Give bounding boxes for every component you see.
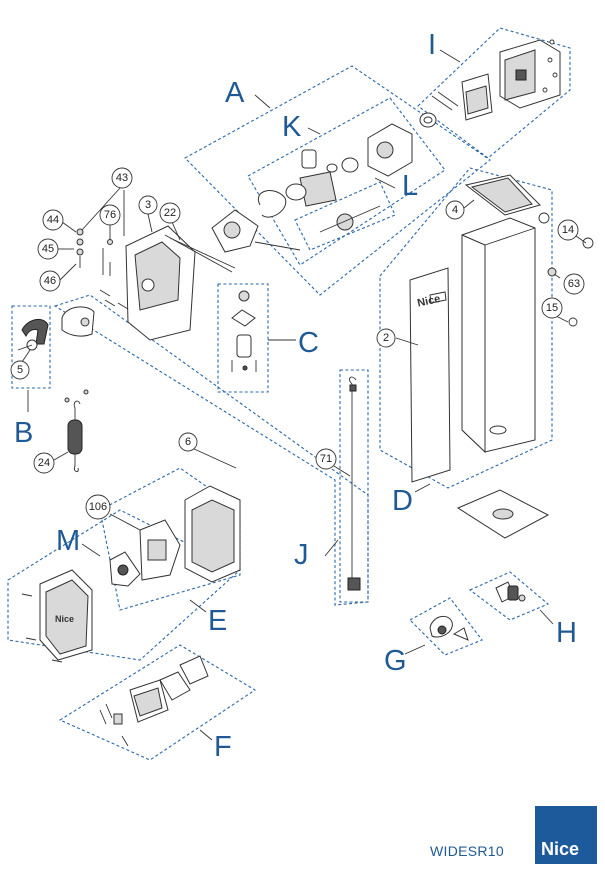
- group-label-D: D: [392, 485, 413, 517]
- svg-text:4: 4: [452, 204, 458, 216]
- outline-F: [58, 644, 257, 761]
- outline-L: [294, 181, 396, 251]
- callout-2: 2: [376, 328, 419, 348]
- callout-63: 63: [553, 273, 585, 295]
- outline-E: [7, 509, 241, 661]
- callout-106: 106: [85, 494, 141, 531]
- group-leaders: [27, 49, 554, 741]
- outline-H: [468, 571, 550, 621]
- door-logo: Nice: [416, 293, 441, 310]
- group-label-K: K: [282, 111, 302, 143]
- gearbox-parts: [211, 112, 437, 253]
- callout-14: 14: [557, 219, 587, 244]
- group-label-H: H: [556, 617, 577, 649]
- group-labels: A B C D E F G H I J K L M: [14, 29, 577, 763]
- motor-parts: [231, 290, 257, 372]
- outline-G: [409, 597, 483, 656]
- callout-22: 22: [159, 202, 181, 241]
- svg-text:76: 76: [104, 209, 116, 221]
- group-label-B: B: [14, 417, 33, 449]
- outline-B: [11, 305, 51, 389]
- callout-24: 24: [33, 451, 69, 474]
- svg-text:63: 63: [568, 278, 580, 290]
- svg-text:45: 45: [42, 243, 54, 255]
- group-label-L: L: [402, 170, 418, 202]
- group-label-E: E: [208, 605, 227, 637]
- small-parts-G-H: [429, 581, 526, 641]
- brand-logo-text: Nice: [541, 839, 580, 859]
- cover-logo: Nice: [55, 614, 74, 624]
- svg-text:44: 44: [47, 214, 59, 226]
- svg-text:3: 3: [145, 199, 151, 211]
- column-parts: [409, 174, 594, 539]
- outline-C: [217, 283, 269, 393]
- rod-parts: [347, 376, 361, 591]
- group-label-F: F: [214, 731, 232, 763]
- svg-text:6: 6: [185, 436, 191, 448]
- group-outlines: [7, 27, 571, 761]
- door-2: [409, 267, 451, 483]
- svg-text:14: 14: [562, 224, 574, 236]
- svg-text:2: 2: [383, 332, 389, 344]
- callout-44: 44: [42, 209, 77, 233]
- svg-text:15: 15: [546, 302, 558, 314]
- part-callouts: 2 3 4 5 6 14 15: [10, 167, 587, 531]
- brand-logo: Nice: [535, 806, 597, 864]
- group-label-A: A: [225, 77, 245, 109]
- gear-housing-parts: [431, 39, 561, 121]
- callout-46: 46: [39, 263, 77, 292]
- svg-text:71: 71: [320, 453, 332, 465]
- lever-spring-parts: [17, 318, 89, 473]
- svg-text:22: 22: [164, 207, 176, 219]
- group-label-I: I: [428, 29, 436, 61]
- outline-D: [379, 167, 553, 489]
- battery-parts: [99, 655, 209, 747]
- plate-parts: [61, 225, 236, 341]
- outline-J2: [339, 369, 369, 603]
- callout-76: 76: [99, 204, 121, 240]
- callout-4: 4: [445, 199, 475, 220]
- outline-I: [417, 27, 571, 159]
- svg-text:43: 43: [116, 172, 128, 184]
- svg-text:106: 106: [89, 501, 107, 513]
- svg-text:5: 5: [17, 364, 23, 376]
- group-label-M: M: [56, 525, 80, 557]
- model-code: WIDESR10: [430, 843, 504, 859]
- group-label-J: J: [294, 539, 309, 571]
- group-label-C: C: [298, 327, 319, 359]
- bracket: [61, 306, 95, 337]
- control-box-parts: [21, 485, 241, 663]
- callout-71: 71: [315, 448, 351, 477]
- outline-K: [247, 97, 446, 266]
- callout-3: 3: [138, 195, 158, 233]
- outline-A: [184, 65, 491, 296]
- callout-6: 6: [178, 432, 237, 469]
- bolts: [76, 228, 129, 310]
- svg-text:24: 24: [38, 457, 50, 469]
- svg-text:46: 46: [44, 275, 56, 287]
- callout-15: 15: [541, 297, 569, 323]
- callout-45: 45: [37, 238, 74, 260]
- group-label-G: G: [384, 645, 407, 677]
- callout-5: 5: [10, 349, 31, 380]
- callout-43: 43: [81, 167, 133, 236]
